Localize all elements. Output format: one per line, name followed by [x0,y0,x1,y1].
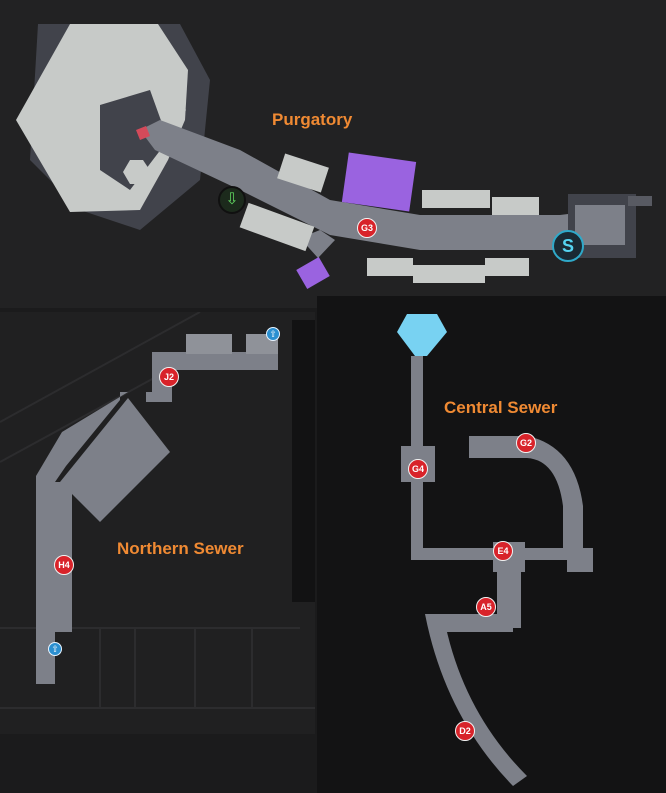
purgatory-map-panel: Purgatory G3 ⇩ S [0,0,666,308]
south-arc [425,614,527,786]
room-south-4 [485,258,529,276]
purgatory-label: Purgatory [272,110,353,129]
small-hex-2 [123,160,151,184]
down-arrow-icon[interactable]: ⇩ [218,186,246,214]
northern-corridor [36,352,278,684]
room-north-3 [492,197,539,215]
purple-room-south [296,256,330,290]
central-sewer-map-graphic [397,314,593,786]
east-room [567,550,593,572]
map-marker-a5[interactable]: A5 [476,597,496,617]
map-marker-j2[interactable]: J2 [159,367,179,387]
room-north-1 [277,153,329,193]
northern-hall [60,398,170,522]
purple-room-north [341,152,417,212]
central-sewer-label: Central Sewer [444,398,558,417]
save-point-icon[interactable]: S [552,230,584,262]
stairs-east [628,196,652,206]
map-marker-d2[interactable]: D2 [455,721,475,741]
fountain-room [397,314,447,356]
map-marker-h4[interactable]: H4 [54,555,74,575]
room-south-3 [413,265,485,283]
northern-sewer-label: Northern Sewer [117,539,244,558]
map-marker-e4[interactable]: E4 [493,541,513,561]
east-chamber-floor [575,205,625,245]
room-south-1 [239,202,315,252]
room-north-2 [422,190,490,208]
map-marker-g3[interactable]: G3 [357,218,377,238]
northern-edge-gap [292,320,315,602]
central-sewer-map-panel: Central Sewer G2 G4 E4 A5 D2 [317,296,666,793]
map-marker-g4[interactable]: G4 [408,459,428,479]
north-room [186,334,232,354]
up-arrow-icon[interactable]: ⇧ [266,327,280,341]
purgatory-map-graphic [16,24,652,290]
main-corridor [140,120,600,250]
east-arc [469,436,583,558]
hex-room-inner [100,90,168,190]
red-door [136,126,150,140]
small-hex-1 [158,98,186,122]
northern-sewer-map-panel: Northern Sewer J2 H4 ⇧ ⇧ [0,312,315,734]
map-marker-g2[interactable]: G2 [516,433,536,453]
room-south-2 [367,258,413,276]
up-arrow-icon[interactable]: ⇧ [48,642,62,656]
northern-sewer-map-graphic [0,312,315,709]
